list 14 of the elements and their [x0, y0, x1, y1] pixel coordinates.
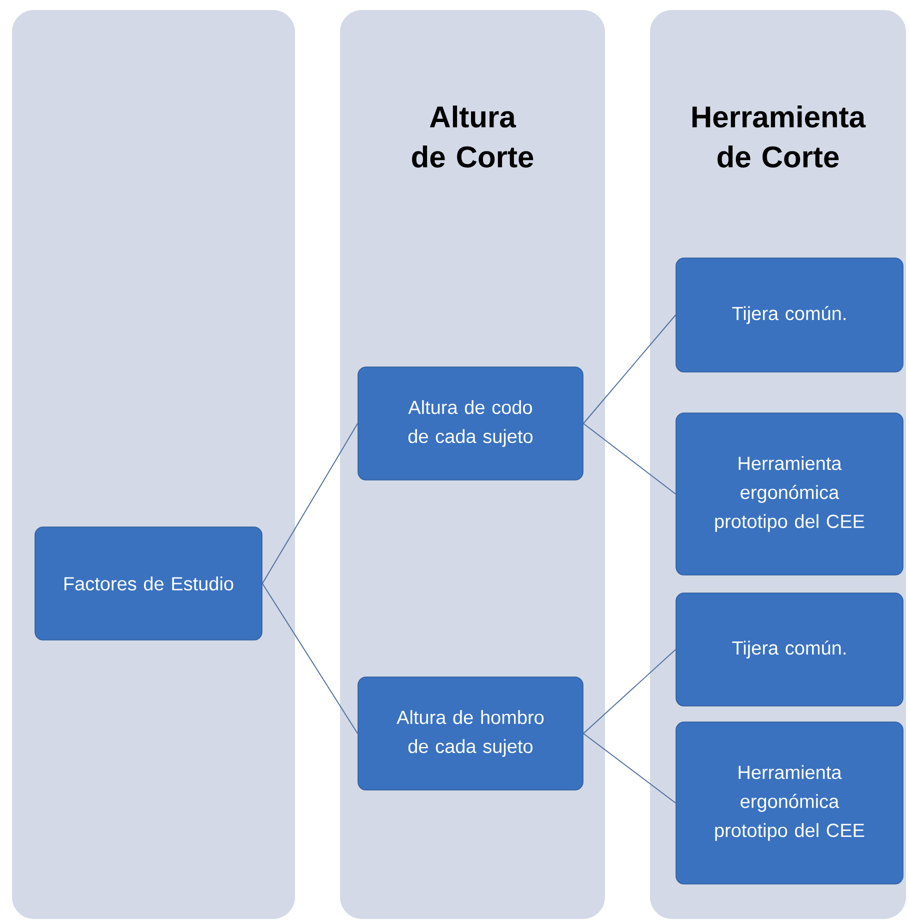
process-box: Altura de hombro de cada sujeto: [358, 676, 584, 790]
process-box: Altura de codo de cada sujeto: [358, 366, 584, 480]
connector-line: [262, 423, 358, 584]
process-box: Herramienta ergonómica prototipo del CEE: [676, 412, 904, 576]
connector-line: [582, 649, 676, 734]
connector-line: [582, 314, 676, 424]
connector-line: [582, 733, 676, 804]
process-box: Herramienta ergonómica prototipo del CEE: [676, 722, 904, 884]
process-box: Tijera común.: [676, 592, 904, 706]
column-band: [12, 10, 295, 919]
connector-line: [262, 583, 358, 734]
process-box: Tijera común.: [676, 258, 904, 372]
connector-line: [582, 423, 676, 494]
process-box: Factores de Estudio: [34, 526, 262, 640]
